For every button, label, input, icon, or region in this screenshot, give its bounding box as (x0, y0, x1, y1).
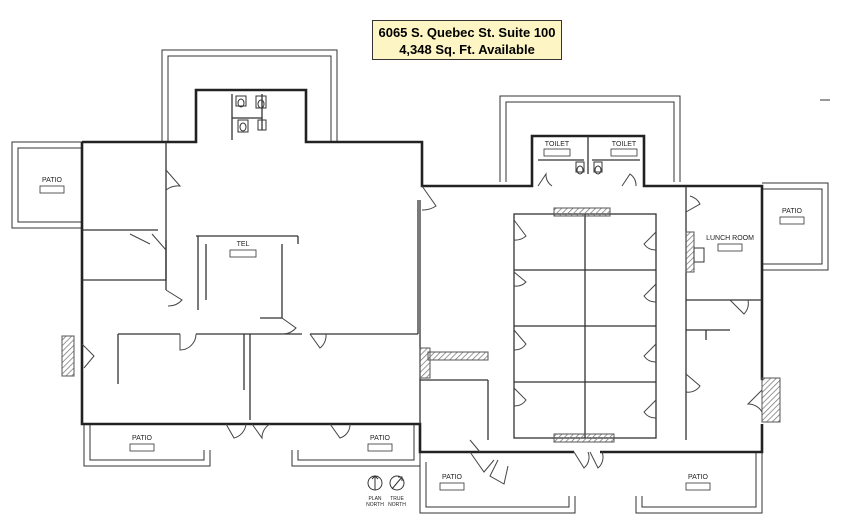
svg-text:NORTH: NORTH (366, 502, 384, 508)
door-swings (81, 169, 763, 485)
patio-label-left-top: PATIO (39, 177, 65, 194)
svg-text:LUNCH ROOM: LUNCH ROOM (706, 235, 754, 242)
patio-label-right-top: PATIO (779, 208, 805, 225)
site-outlines (11, 49, 830, 514)
svg-text:PLAN: PLAN (368, 496, 381, 502)
listing-area: 4,348 Sq. Ft. Available (399, 42, 535, 57)
svg-text:PATIO: PATIO (370, 435, 391, 442)
svg-text:TOILET: TOILET (612, 141, 637, 148)
svg-text:PATIO: PATIO (782, 208, 803, 215)
patio-label-bottom-left: PATIO (129, 435, 155, 452)
svg-text:TEL: TEL (237, 241, 250, 248)
tel-label: TEL (229, 241, 257, 258)
listing-title-box: 6065 S. Quebec St. Suite 100 4,348 Sq. F… (372, 20, 562, 60)
lunch-room-label: LUNCH ROOM (706, 235, 754, 252)
exterior-walls (80, 88, 764, 454)
svg-text:PATIO: PATIO (688, 474, 709, 481)
patio-label-bottom-middle: PATIO (439, 474, 465, 491)
patio-label-bottom-center: PATIO (367, 435, 393, 452)
svg-text:NORTH: NORTH (388, 502, 406, 508)
room-labels: PATIO PATIO PATIO PATIO PATIO PATIO TOIL… (39, 141, 805, 491)
svg-text:PATIO: PATIO (442, 474, 463, 481)
listing-address: 6065 S. Quebec St. Suite 100 (378, 25, 556, 40)
svg-text:TOILET: TOILET (545, 141, 570, 148)
plan-north-icon: PLAN NORTH (366, 475, 384, 508)
toilet-label-right: TOILET (610, 141, 638, 157)
north-arrows: PLAN NORTH TRUE NORTH (366, 475, 406, 508)
svg-text:PATIO: PATIO (42, 177, 63, 184)
plumbing-fixtures (235, 95, 705, 263)
hatched-elements (61, 207, 781, 443)
true-north-icon: TRUE NORTH (388, 475, 406, 508)
patio-label-bottom-right: PATIO (685, 474, 711, 491)
svg-text:TRUE: TRUE (390, 496, 404, 502)
svg-text:PATIO: PATIO (132, 435, 153, 442)
toilet-label-left: TOILET (543, 141, 571, 157)
